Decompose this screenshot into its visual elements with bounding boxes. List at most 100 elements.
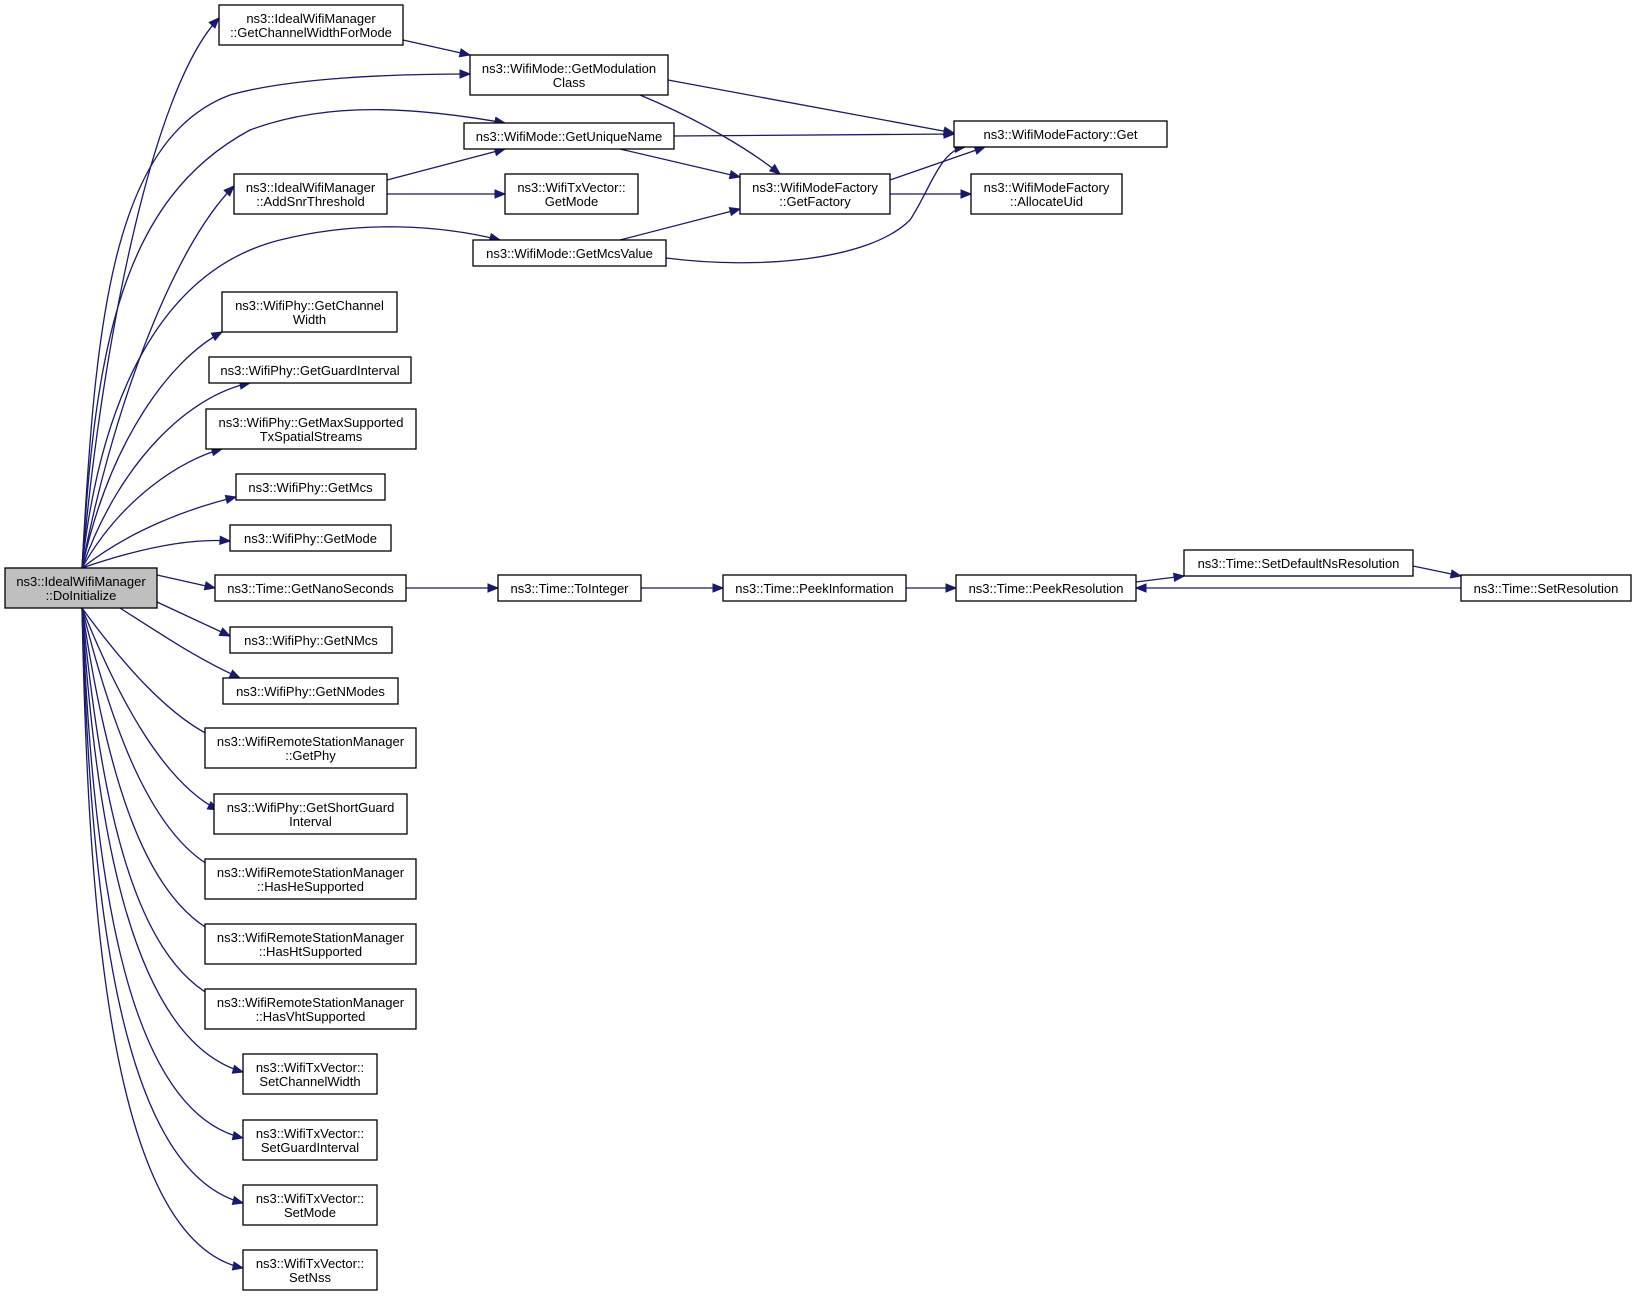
node-label-line: ns3::WifiTxVector::	[256, 1126, 364, 1141]
edge-setres-to-peekres	[1134, 583, 1461, 593]
node-setdef[interactable]: ns3::Time::SetDefaultNsResolution	[1183, 549, 1414, 577]
node-label-line: ::AddSnrThreshold	[256, 194, 364, 209]
node-box	[204, 727, 417, 769]
edge-root-to-phygmode	[81, 535, 232, 569]
node-setgi[interactable]: ns3::WifiTxVector::SetGuardInterval	[242, 1119, 378, 1161]
node-gmcsval[interactable]: ns3::WifiMode::GetMcsValue	[472, 239, 667, 267]
node-label-line: ns3::WifiRemoteStationManager	[217, 930, 405, 945]
node-box	[1183, 549, 1414, 577]
edge-line	[81, 607, 221, 741]
node-addsnr[interactable]: ns3::IdealWifiManager::AddSnrThreshold	[233, 173, 388, 215]
node-setnss[interactable]: ns3::WifiTxVector::SetNss	[242, 1249, 378, 1291]
edge-arrowhead	[494, 189, 507, 199]
node-setres[interactable]: ns3::Time::SetResolution	[1460, 574, 1632, 602]
edge-arrowhead	[228, 669, 242, 679]
edge-root-to-hashe	[81, 607, 222, 872]
edge-arrowhead	[712, 583, 725, 593]
node-hasht[interactable]: ns3::WifiRemoteStationManager::HasHtSupp…	[204, 923, 417, 965]
node-layer: ns3::IdealWifiManager::DoInitializens3::…	[4, 4, 1632, 1291]
edge-line	[81, 607, 244, 1139]
node-label-line: SetGuardInterval	[261, 1140, 359, 1155]
node-label-line: Interval	[289, 814, 332, 829]
edge-peekres-to-setdef	[1135, 572, 1186, 583]
node-peekinfo[interactable]: ns3::Time::PeekInformation	[722, 574, 907, 602]
node-label-line: ns3::WifiPhy::GetShortGuard	[227, 800, 395, 815]
edge-line	[119, 607, 241, 679]
node-box	[204, 858, 417, 900]
node-label-line: ns3::WifiPhy::GetMode	[244, 531, 377, 546]
node-box	[221, 291, 398, 333]
node-label-line: ns3::Time::GetNanoSeconds	[227, 581, 394, 596]
edge-root-to-setgi	[81, 607, 245, 1141]
node-toint[interactable]: ns3::Time::ToInteger	[497, 574, 642, 602]
node-box	[204, 923, 417, 965]
node-label-line: ns3::WifiPhy::GetMcs	[248, 480, 373, 495]
edge-line	[619, 208, 741, 241]
node-txgetmode[interactable]: ns3::WifiTxVector::GetMode	[504, 173, 639, 215]
node-box	[497, 574, 642, 602]
node-root[interactable]: ns3::IdealWifiManager::DoInitialize	[4, 567, 158, 609]
edge-arrowhead	[231, 1261, 245, 1271]
node-gcwfm[interactable]: ns3::IdealWifiManager::GetChannelWidthFo…	[218, 4, 404, 46]
node-label-line: ns3::WifiPhy::GetGuardInterval	[220, 363, 399, 378]
edge-line	[81, 17, 220, 569]
edge-line	[386, 148, 506, 181]
edge-getfactory-to-allocuid	[890, 189, 973, 199]
node-nanos[interactable]: ns3::Time::GetNanoSeconds	[214, 574, 407, 602]
node-label-line: SetChannelWidth	[259, 1074, 360, 1089]
edge-arrowhead	[223, 185, 235, 197]
node-phygcw[interactable]: ns3::WifiPhy::GetChannelWidth	[221, 291, 398, 333]
edge-arrowhead	[458, 48, 472, 58]
node-label-line: SetMode	[284, 1205, 336, 1220]
node-hasvht[interactable]: ns3::WifiRemoteStationManager::HasVhtSup…	[204, 988, 417, 1030]
edge-gun-to-wmfget	[673, 129, 956, 139]
edge-arrowhead	[224, 494, 238, 505]
node-phygnmodes[interactable]: ns3::WifiPhy::GetNModes	[222, 677, 399, 705]
edge-line	[81, 607, 221, 872]
node-phygmode[interactable]: ns3::WifiPhy::GetMode	[229, 524, 392, 552]
node-phygmcs[interactable]: ns3::WifiPhy::GetMcs	[235, 473, 386, 501]
node-label-line: ns3::WifiRemoteStationManager	[217, 865, 405, 880]
node-label-line: ns3::Time::PeekResolution	[969, 581, 1124, 596]
edge-root-to-phygnmodes	[119, 607, 242, 679]
node-setmode[interactable]: ns3::WifiTxVector::SetMode	[242, 1184, 378, 1226]
node-setcw[interactable]: ns3::WifiTxVector::SetChannelWidth	[242, 1053, 378, 1095]
node-rsmgetphy[interactable]: ns3::WifiRemoteStationManager::GetPhy	[204, 727, 417, 769]
edge-arrowhead	[943, 129, 956, 139]
edge-line	[81, 185, 235, 569]
node-label-line: ns3::WifiModeFactory	[984, 180, 1110, 195]
edge-line	[889, 146, 986, 181]
node-label-line: ns3::WifiModeFactory	[752, 180, 878, 195]
node-box	[242, 1119, 378, 1161]
node-phygmax[interactable]: ns3::WifiPhy::GetMaxSupportedTxSpatialSt…	[205, 408, 417, 450]
node-label-line: ::GetFactory	[779, 194, 851, 209]
node-box	[242, 1184, 378, 1226]
node-box	[242, 1249, 378, 1291]
node-getfactory[interactable]: ns3::WifiModeFactory::GetFactory	[739, 173, 891, 215]
node-label-line: ns3::WifiTxVector::	[256, 1256, 364, 1271]
node-phyggi[interactable]: ns3::WifiPhy::GetGuardInterval	[208, 356, 412, 384]
edge-setdef-to-setres	[1412, 565, 1463, 579]
node-label-line: TxSpatialStreams	[260, 429, 363, 444]
node-box	[722, 574, 907, 602]
node-box	[233, 173, 388, 215]
node-label-line: ns3::WifiTxVector::	[256, 1060, 364, 1075]
edge-arrowhead	[1134, 583, 1147, 593]
node-gun[interactable]: ns3::WifiMode::GetUniqueName	[463, 122, 675, 150]
node-label-line: ::HasHtSupported	[259, 944, 362, 959]
node-wmfget[interactable]: ns3::WifiModeFactory::Get	[953, 120, 1168, 148]
node-allocuid[interactable]: ns3::WifiModeFactory::AllocateUid	[970, 173, 1123, 215]
edge-arrowhead	[768, 163, 782, 175]
node-box	[970, 173, 1123, 215]
edge-line	[81, 607, 221, 936]
node-phygnmcs[interactable]: ns3::WifiPhy::GetNMcs	[229, 626, 393, 654]
node-box	[205, 408, 417, 450]
edge-line	[402, 39, 471, 56]
node-box	[955, 574, 1137, 602]
node-hashe[interactable]: ns3::WifiRemoteStationManager::HasHeSupp…	[204, 858, 417, 900]
edge-arrowhead	[728, 207, 742, 217]
edge-arrowhead	[208, 17, 220, 29]
node-peekres[interactable]: ns3::Time::PeekResolution	[955, 574, 1137, 602]
